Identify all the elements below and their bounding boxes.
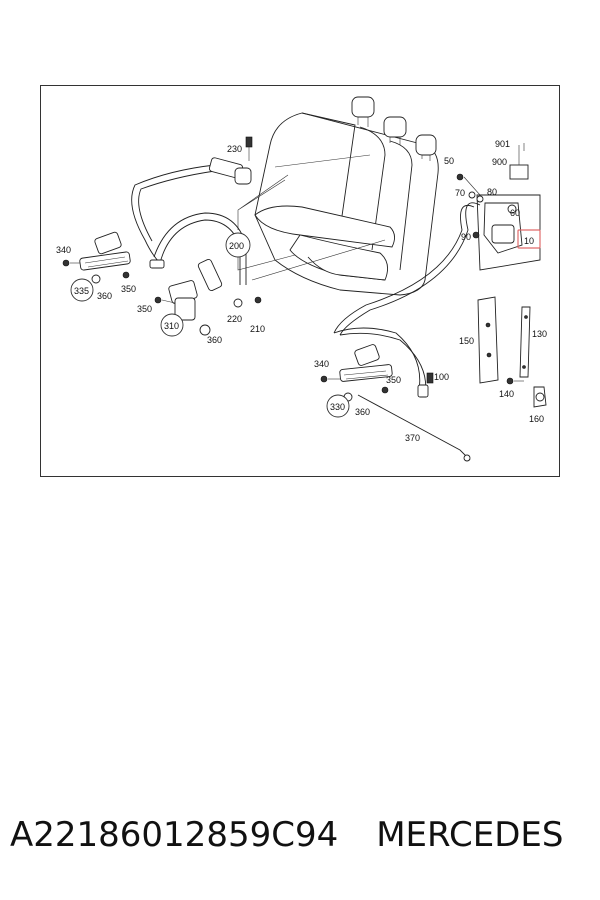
bracket-150: [477, 296, 499, 384]
callout-350-left: 350: [121, 284, 136, 294]
callout-200: 200: [229, 241, 244, 251]
callout-350-right: 350: [386, 375, 401, 385]
callout-labels: 230 901 900 50 70 80 60 90 10 200 340 33…: [56, 139, 547, 443]
callout-140: 140: [499, 389, 514, 399]
bolt-100: [426, 372, 434, 384]
callout-circle-310: [160, 313, 184, 337]
middle-buckle-assembly: [154, 280, 211, 336]
cable-370: [357, 394, 471, 462]
callout-901: 901: [495, 139, 510, 149]
callout-90: 90: [461, 232, 471, 242]
rear-seat-illustration: [254, 96, 439, 296]
brand-name: MERCEDES: [376, 815, 564, 855]
callout-340-right: 340: [314, 359, 329, 369]
callout-80: 80: [487, 187, 497, 197]
callout-220: 220: [227, 314, 242, 324]
callout-circle-200: [225, 232, 251, 258]
callout-10: 10: [524, 236, 534, 246]
right-belt-assembly: [333, 202, 481, 398]
callout-360-right: 360: [355, 407, 370, 417]
callout-350-mid: 350: [137, 304, 152, 314]
callout-360-left: 360: [97, 291, 112, 301]
highlight-box: [517, 229, 541, 249]
anchor-160: [506, 377, 547, 408]
left-belt-assembly: [131, 136, 262, 308]
callout-230: 230: [227, 144, 242, 154]
callout-130: 130: [532, 329, 547, 339]
callout-circle-330: [326, 394, 350, 418]
callout-160: 160: [529, 414, 544, 424]
callout-70: 70: [455, 188, 465, 198]
callout-360-mid: 360: [207, 335, 222, 345]
parts-diagram: 230 901 900 50 70 80 60 90 10 200 340 33…: [40, 85, 560, 477]
callout-150: 150: [459, 336, 474, 346]
rail-130: [519, 306, 531, 378]
callout-50: 50: [444, 156, 454, 166]
callout-330: 330: [330, 402, 345, 412]
callout-60: 60: [510, 208, 520, 218]
callout-circle-335: [70, 278, 94, 302]
callout-340-left: 340: [56, 245, 71, 255]
callout-210: 210: [250, 324, 265, 334]
retractor-assembly: [456, 143, 541, 271]
callout-335: 335: [74, 286, 89, 296]
caption: A22186012859C94 MERCEDES: [10, 810, 600, 860]
left-buckle-assembly: [62, 231, 131, 284]
part-number: A22186012859C94: [10, 815, 339, 855]
callout-310: 310: [164, 321, 179, 331]
callout-100: 100: [434, 372, 449, 382]
callout-370: 370: [405, 433, 420, 443]
callout-900: 900: [492, 157, 507, 167]
